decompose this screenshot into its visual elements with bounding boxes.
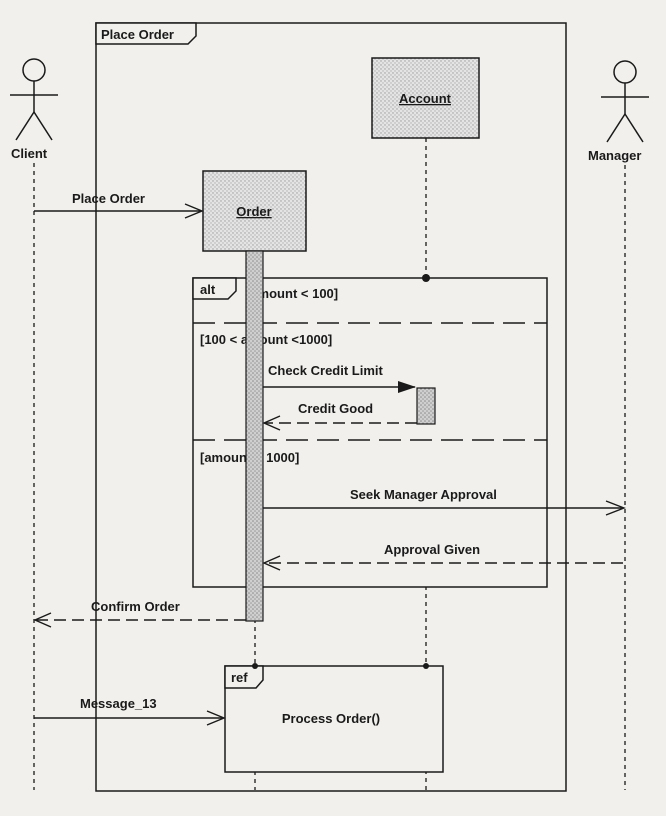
check-credit-limit-label: Check Credit Limit (268, 363, 384, 378)
order-activation-bar (245, 250, 264, 622)
order-label: Order (236, 204, 271, 219)
open-arrowhead-icon (262, 415, 281, 431)
open-arrowhead-icon (206, 710, 226, 726)
alt-operator-tab (192, 277, 237, 300)
message-place-order: Place Order (34, 191, 204, 219)
open-arrowhead-icon (184, 203, 204, 219)
message-13-label: Message_13 (80, 696, 157, 711)
message-check-credit-limit: Check Credit Limit (263, 363, 416, 393)
open-arrowhead-icon (605, 500, 626, 516)
message-approval-given: Approval Given (262, 542, 623, 571)
alt-operator-label: alt (200, 282, 216, 297)
object-account: Account (371, 57, 480, 790)
confirm-order-label: Confirm Order (91, 599, 180, 614)
ref-tag-label: ref (231, 670, 248, 685)
approval-given-label: Approval Given (384, 542, 480, 557)
message-13: Message_13 (34, 696, 226, 726)
ref-label: Process Order() (282, 711, 380, 726)
open-arrowhead-icon (33, 612, 52, 628)
actor-manager-label: Manager (588, 148, 641, 163)
guard-1: [amount < 100] (246, 286, 338, 301)
message-credit-good: Credit Good (262, 401, 417, 431)
seek-manager-approval-label: Seek Manager Approval (350, 487, 497, 502)
ref-anchor-dot-order (252, 663, 258, 669)
message-seek-manager-approval: Seek Manager Approval (263, 487, 626, 516)
guard-2: [100 < amount <1000] (200, 332, 332, 347)
message-confirm-order: Confirm Order (33, 599, 246, 628)
actor-client: Client (10, 58, 58, 790)
frame: Place Order (95, 22, 567, 792)
ref-anchor-dot-account (423, 663, 429, 669)
place-order-label: Place Order (72, 191, 145, 206)
account-activation-bar (416, 387, 436, 425)
credit-good-label: Credit Good (298, 401, 373, 416)
account-label: Account (399, 91, 452, 106)
manager-stick-figure-icon (601, 60, 649, 143)
actor-manager: Manager (588, 60, 649, 790)
open-arrowhead-icon (262, 555, 281, 571)
ref-fragment: ref Process Order() (224, 663, 444, 773)
account-anchor-dot (422, 274, 430, 282)
frame-title: Place Order (101, 27, 174, 42)
client-stick-figure-icon (10, 58, 58, 141)
filled-arrowhead-icon (398, 381, 416, 393)
actor-client-label: Client (11, 146, 48, 161)
account-box (371, 57, 480, 139)
frame-title-tab (95, 22, 197, 45)
